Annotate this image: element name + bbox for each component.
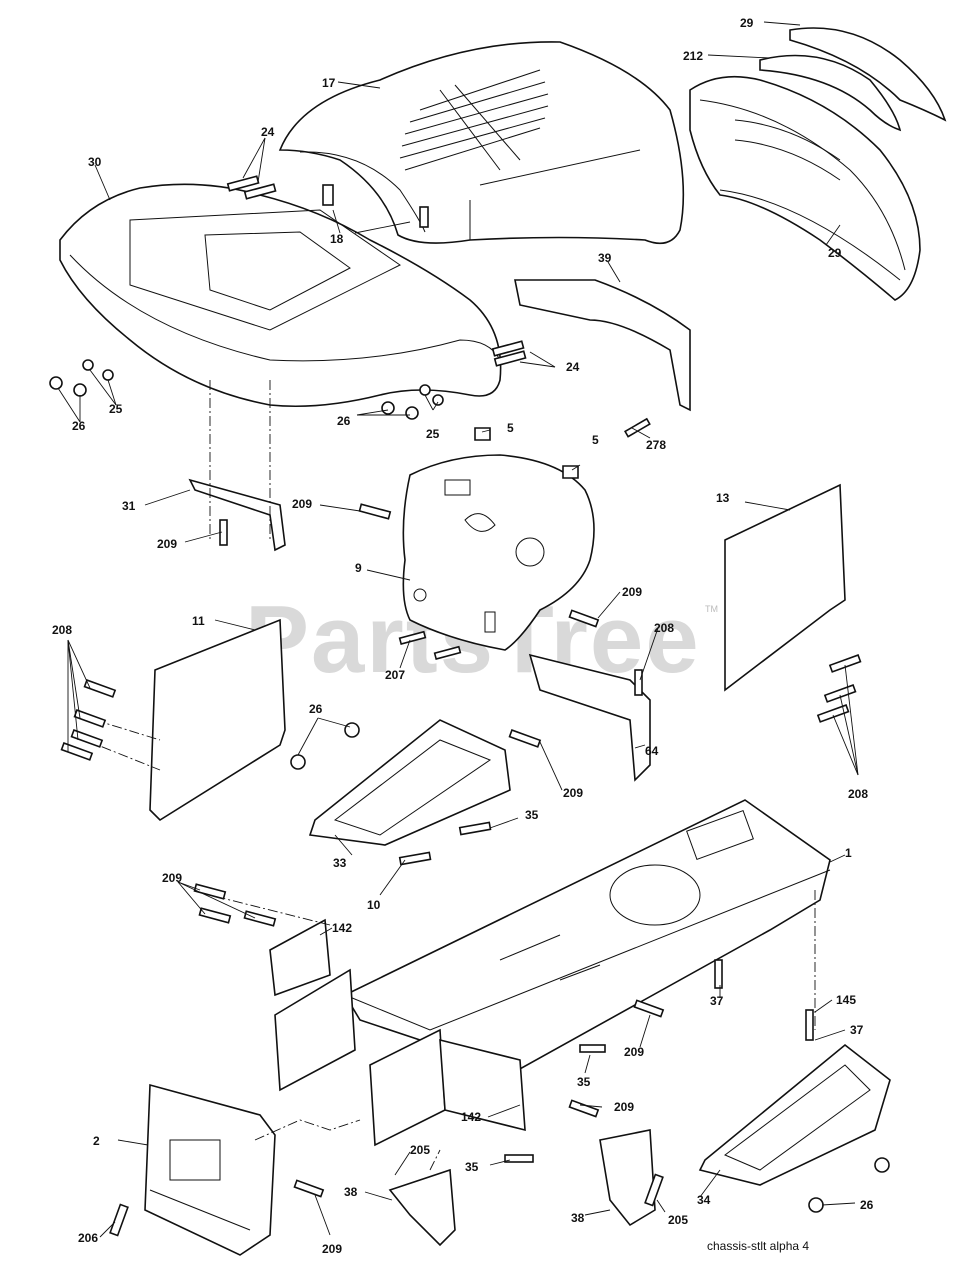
callout-26-bottom: 26: [860, 1198, 874, 1212]
callout-38-left: 38: [344, 1185, 358, 1199]
callout-212: 212: [683, 49, 703, 63]
callout-206: 206: [78, 1231, 98, 1245]
callout-5-top: 5: [507, 421, 514, 435]
callout-142-upper: 142: [332, 921, 352, 935]
callout-13: 13: [716, 491, 730, 505]
bracket-38-right: [599, 1129, 656, 1227]
callout-207: 207: [385, 668, 405, 682]
callout-209-bracket: 209: [157, 537, 177, 551]
trademark: TM: [705, 604, 718, 614]
callout-25-mid: 25: [426, 427, 440, 441]
callout-24-top: 24: [261, 125, 275, 139]
plate-142-side: [274, 968, 356, 1092]
callout-35-top: 35: [525, 808, 539, 822]
callout-26-mid: 26: [337, 414, 351, 428]
frame-part: [343, 799, 831, 1081]
callout-31: 31: [122, 499, 136, 513]
callout-5-right: 5: [592, 433, 599, 447]
dash-panel-part: [402, 427, 595, 651]
callout-37-right: 37: [850, 1023, 864, 1037]
callout-209-dash-right: 209: [622, 585, 642, 599]
callout-64: 64: [645, 744, 659, 758]
side-panel-11: [149, 618, 286, 822]
callout-labels: 17 29 212 29 24 30 18 39 24 25 26 26 25 …: [52, 16, 874, 1256]
callout-10: 10: [367, 898, 381, 912]
plate-142-front: [439, 1038, 526, 1132]
grille-part: [689, 27, 947, 301]
callout-145: 145: [836, 993, 856, 1007]
callout-33: 33: [333, 856, 347, 870]
footpad-33: [308, 719, 511, 846]
callout-26-footpad: 26: [309, 702, 323, 716]
hood-part: [278, 41, 685, 245]
leader-lines: [57, 21, 859, 1238]
assembly-lines: [84, 380, 816, 1171]
callout-25-left: 25: [109, 402, 123, 416]
callout-209-frame: 209: [624, 1045, 644, 1059]
side-panel-13: [724, 483, 846, 692]
callout-17: 17: [322, 76, 336, 90]
bracket-38-left: [388, 1168, 456, 1247]
callout-2: 2: [93, 1134, 100, 1148]
bracket-31: [188, 478, 286, 552]
plate-142-lower: [369, 1028, 446, 1147]
callout-18: 18: [330, 232, 344, 246]
callout-24-right: 24: [566, 360, 580, 374]
callout-39: 39: [598, 251, 612, 265]
callout-209-hitch: 209: [322, 1242, 342, 1256]
callout-9: 9: [355, 561, 362, 575]
callout-30: 30: [88, 155, 102, 169]
bracket-64: [528, 653, 651, 782]
callout-209-lower: 209: [614, 1100, 634, 1114]
callout-208-mid: 208: [654, 621, 674, 635]
callout-1: 1: [845, 846, 852, 860]
plate-142-upper: [269, 918, 331, 997]
callout-208-left: 208: [52, 623, 72, 637]
callout-142-lower: 142: [461, 1110, 481, 1124]
callout-26-left: 26: [72, 419, 86, 433]
callout-34: 34: [697, 1193, 711, 1207]
callout-209-footpad: 209: [563, 786, 583, 800]
callout-278: 278: [646, 438, 666, 452]
callout-35-bottom: 35: [465, 1160, 479, 1174]
callout-209-dash: 209: [292, 497, 312, 511]
callout-29-top: 29: [740, 16, 754, 30]
diagram-caption: chassis-stlt alpha 4: [707, 1239, 809, 1253]
callout-37-left: 37: [710, 994, 724, 1008]
callout-209-front: 209: [162, 871, 182, 885]
callout-208-right: 208: [848, 787, 868, 801]
footpad-34: [698, 1043, 891, 1186]
bracket-39: [514, 279, 691, 412]
callout-35-mid: 35: [577, 1075, 591, 1089]
fender-part: [59, 183, 502, 408]
hitch-plate-2: [144, 1083, 276, 1256]
callout-29-grille: 29: [828, 246, 842, 260]
callout-205-left: 205: [410, 1143, 430, 1157]
callout-11: 11: [192, 614, 205, 628]
hardware: [49, 175, 890, 1237]
callout-38-right: 38: [571, 1211, 585, 1225]
callout-205-right: 205: [668, 1213, 688, 1227]
